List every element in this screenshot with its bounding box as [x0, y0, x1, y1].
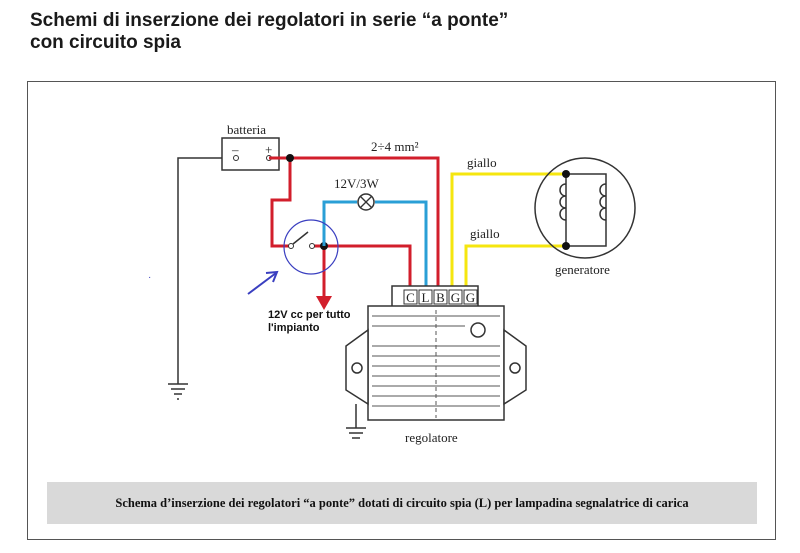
title-line-1: Schemi di inserzione dei regolatori in s… — [30, 10, 509, 31]
battery-plus-label: + — [265, 142, 272, 157]
key-switch — [283, 219, 339, 275]
junction-dot — [286, 154, 294, 162]
regulator-fins — [372, 310, 500, 418]
blue-wires — [322, 200, 428, 286]
output-arrow-icon — [316, 296, 332, 310]
terminal-label: B — [436, 290, 445, 305]
pointer-arrow-icon — [247, 270, 279, 295]
terminal-label: L — [422, 290, 430, 305]
caption: Schema d’inserzione dei regolatori “a po… — [47, 482, 757, 524]
regulator-terminals: C L B G G — [403, 289, 478, 305]
yellow-wire-label-1: giallo — [467, 155, 497, 170]
wire-section-label: 2÷4 mm² — [371, 139, 419, 154]
generator — [534, 157, 636, 259]
title-line-2: con circuito spia — [30, 32, 181, 53]
lamp-icon — [357, 193, 375, 211]
generator-label: generatore — [555, 262, 610, 277]
battery-minus-label: – — [231, 142, 239, 157]
terminal-label: G — [451, 290, 460, 305]
output-note-line-1: 12V cc per tutto — [268, 309, 351, 321]
lamp-label: 12V/3W — [334, 176, 380, 191]
terminal-label: G — [466, 290, 475, 305]
diagram-frame — [27, 81, 776, 540]
yellow-wire-label-2: giallo — [470, 226, 500, 241]
stray-mark: · — [148, 272, 151, 283]
terminal-label: C — [406, 290, 415, 305]
regulator-label: regolatore — [405, 430, 458, 445]
ground-wire-left — [168, 157, 222, 400]
page-title: Schemi di inserzione dei regolatori in s… — [30, 10, 508, 54]
battery-label: batteria — [227, 122, 266, 137]
junction-dot — [562, 242, 570, 250]
battery: batteria – + — [221, 122, 280, 171]
output-note-line-2: l'impianto — [268, 322, 320, 334]
junction-dot — [562, 170, 570, 178]
yellow-wires — [450, 172, 566, 286]
ground-symbol-regulator — [346, 404, 366, 439]
